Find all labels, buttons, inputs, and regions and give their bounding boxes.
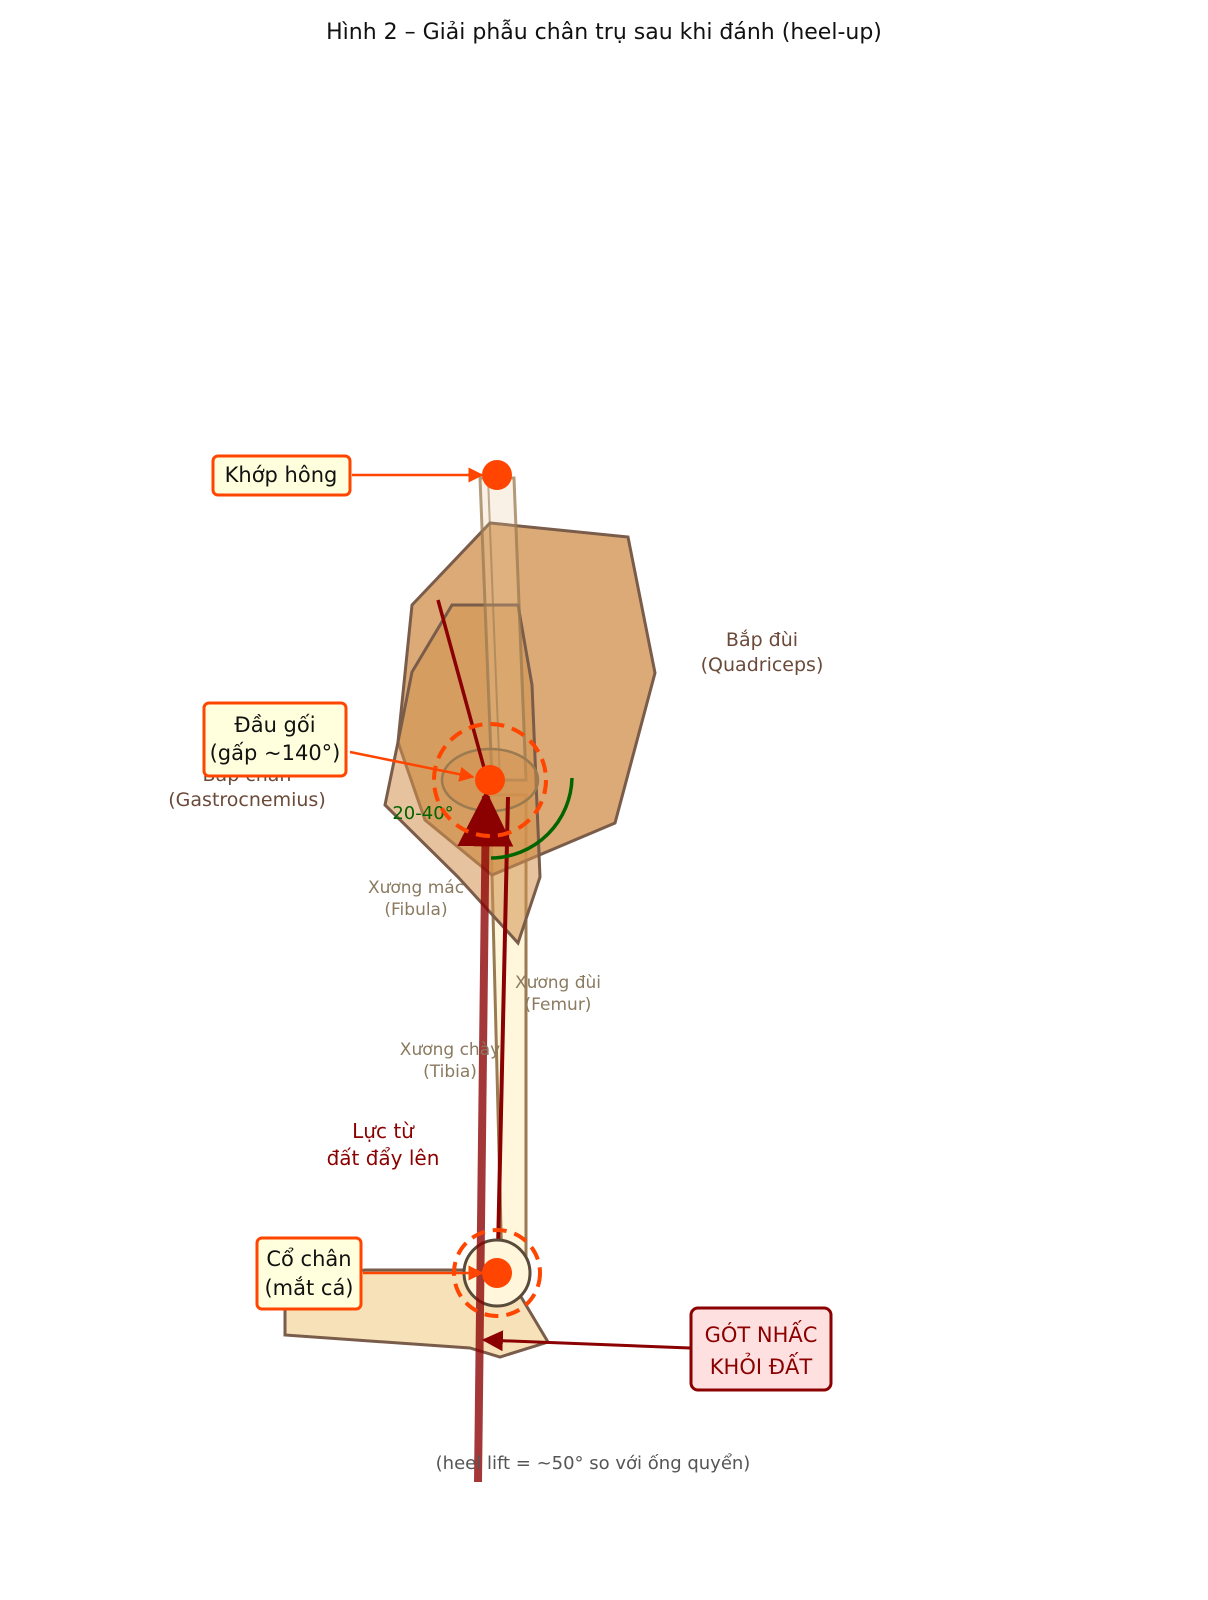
quadriceps-label-line2: (Quadriceps) — [701, 654, 824, 676]
knee-highlight-ring — [432, 722, 548, 838]
ankle-joint-dot — [482, 1258, 512, 1288]
knee-callout-box — [202, 701, 348, 778]
hip-callout-box — [211, 454, 352, 497]
tibia-axis-line — [496, 796, 510, 1251]
ankle-callout-label-line1: Cổ chân — [266, 1247, 351, 1271]
heel-callout-label-line1: GÓT NHẤC — [705, 1320, 818, 1347]
femur-label-line1: Xương đùi — [515, 973, 601, 993]
knee-angle-arc — [490, 777, 574, 860]
ground-force-arrow — [457, 790, 514, 1483]
fibula-label-line1: Xương mác — [368, 878, 464, 898]
force-label-line2: đất đẩy lên — [327, 1146, 440, 1170]
knee-callout-label-line2: (gấp ~140°) — [210, 741, 341, 765]
force-label-line1: Lực từ — [352, 1119, 415, 1143]
figure-title: Hình 2 – Giải phẫu chân trụ sau khi đánh… — [326, 19, 882, 45]
ankle-callout-label-line2: (mắt cá) — [264, 1276, 353, 1300]
thigh-tendon-line — [436, 599, 488, 776]
heel-callout-label-line2: KHỎI ĐẤT — [710, 1352, 813, 1379]
tibia-label-line2: (Tibia) — [423, 1062, 477, 1082]
quadriceps-label-line1: Bắp đùi — [726, 628, 798, 651]
knee-angle-label: 20-40° — [392, 803, 453, 824]
knee-joint-dot — [475, 765, 505, 795]
fibula-label-line2: (Fibula) — [384, 900, 447, 920]
tibia-label-line1: Xương chày — [400, 1040, 500, 1060]
hip-joint-dot — [482, 460, 512, 490]
heel-callout-arrow — [481, 1330, 691, 1352]
knee-callout-arrow — [349, 750, 475, 782]
femur-outline — [487, 477, 501, 781]
heel-callout-box — [689, 1306, 833, 1392]
femur-label-line2: (Femur) — [525, 995, 592, 1015]
footnote: (heel lift = ~50° so với ống quyển) — [436, 1453, 751, 1474]
knee-callout-label-line1: Đầu gối — [234, 713, 315, 737]
gastrocnemius-label-line2: (Gastrocnemius) — [168, 789, 325, 811]
hip-callout-label: Khớp hông — [225, 463, 338, 487]
ankle-callout-box — [255, 1236, 363, 1311]
